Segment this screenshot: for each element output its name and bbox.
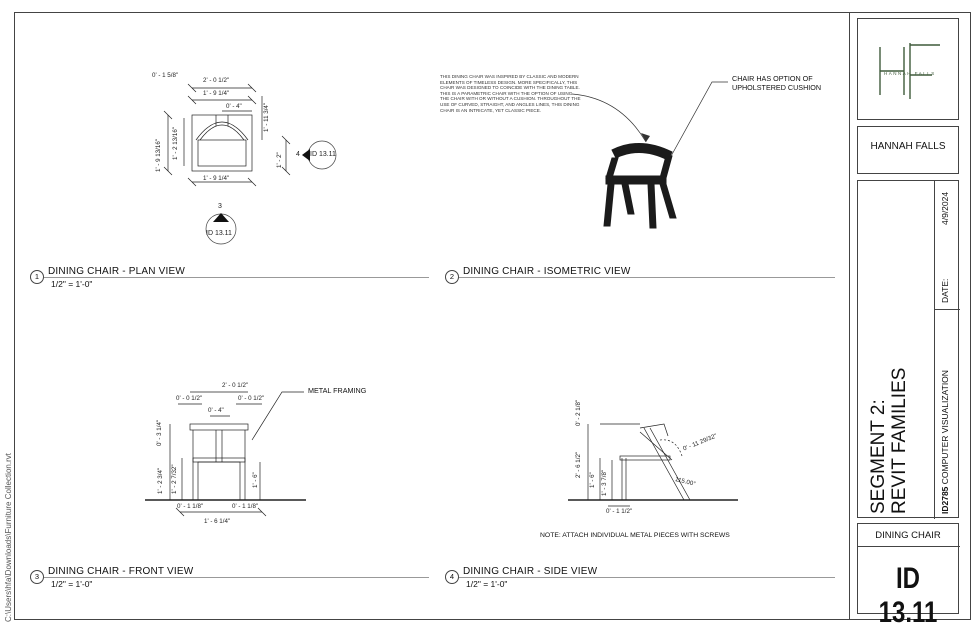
drawing-sheet-border [14, 12, 971, 620]
side-dim-3: 1' - 6" [589, 472, 596, 488]
sheet-info-box: DINING CHAIR ID 13.11 [857, 523, 960, 629]
plan-tag-right-id: ID 13.11 [310, 151, 336, 158]
plan-tag-bottom-id: ID 13.11 [206, 230, 232, 237]
iso-callout-line-2: UPHOLSTERED CUSHION [732, 83, 822, 92]
plan-dim-1: 0' - 1 5/8" [152, 72, 179, 79]
hf-monogram-logo [879, 43, 940, 99]
view-title-plan: DINING CHAIR - PLAN VIEW [48, 266, 186, 277]
view-number-1: 1 [30, 270, 44, 284]
date-divider [934, 309, 960, 310]
plan-dim-4: 0' - 4" [226, 103, 242, 110]
view-title-underline-1 [44, 277, 429, 278]
view-number-4: 4 [445, 570, 459, 584]
front-dim-3: 0' - 0 1/2" [238, 395, 265, 402]
view-title-underline-2 [459, 277, 835, 278]
view-title-front: DINING CHAIR - FRONT VIEW [48, 566, 194, 577]
view-title-isometric: DINING CHAIR - ISOMETRIC VIEW [463, 266, 631, 277]
view-title-underline-3 [44, 577, 429, 578]
plan-dim-3: 1' - 9 1/4" [203, 90, 230, 97]
front-dim-9: 0' - 1 1/8" [177, 503, 204, 510]
view-scale-front: 1/2" = 1'-0" [51, 579, 93, 589]
firm-name: HANNAH FALLS [870, 141, 946, 152]
info-divider [934, 181, 935, 519]
front-dim-2: 0' - 0 1/2" [176, 395, 203, 402]
front-dim-10: 0' - 1 1/8" [232, 503, 259, 510]
plan-tag-bottom-num: 3 [218, 203, 222, 210]
logo-text: HANNAH FALLS [884, 71, 936, 76]
front-dim-4: 0' - 4" [208, 407, 224, 414]
title-block-divider [849, 12, 850, 620]
side-dim-1: 0' - 2 1/8" [575, 399, 582, 426]
iso-description: THIS DINING CHAIR WAS INSPIRED BY CLASSI… [440, 74, 581, 113]
side-dim-4: 1' - 3 7/8" [601, 469, 608, 496]
plan-dim-2: 2' - 0 1/2" [203, 77, 230, 84]
front-dim-1: 2' - 0 1/2" [222, 382, 249, 389]
view-number-3: 3 [30, 570, 44, 584]
sheet-name: DINING CHAIR [875, 530, 941, 541]
plan-tag-right-num: 4 [296, 151, 300, 158]
side-note: NOTE: ATTACH INDIVIDUAL METAL PIECES WIT… [540, 532, 730, 539]
side-dim-7: 0' - 1 1/2" [606, 508, 633, 515]
view-number-2: 2 [445, 270, 459, 284]
side-dim-2: 2' - 6 1/2" [575, 451, 582, 478]
view-scale-plan: 1/2" = 1'-0" [51, 279, 93, 289]
front-callout-metal-framing: METAL FRAMING [308, 386, 367, 395]
view-title-underline-4 [459, 577, 835, 578]
iso-callout-line-1: CHAIR HAS OPTION OF [732, 74, 813, 83]
project-info-box: SEGMENT 2: REVIT FAMILIES ID2785 COMPUTE… [857, 180, 960, 519]
logo-box: HANNAH FALLS [857, 18, 959, 120]
firm-box: HANNAH FALLS [857, 126, 959, 174]
sheet-divider [858, 546, 960, 547]
view-scale-side: 1/2" = 1'-0" [466, 579, 508, 589]
plan-dim-9: 1' - 9 1/4" [203, 175, 230, 182]
sheet-number: ID 13.11 [878, 562, 938, 629]
view-title-side: DINING CHAIR - SIDE VIEW [463, 566, 598, 577]
front-dim-11: 1' - 6 1/4" [204, 518, 231, 525]
